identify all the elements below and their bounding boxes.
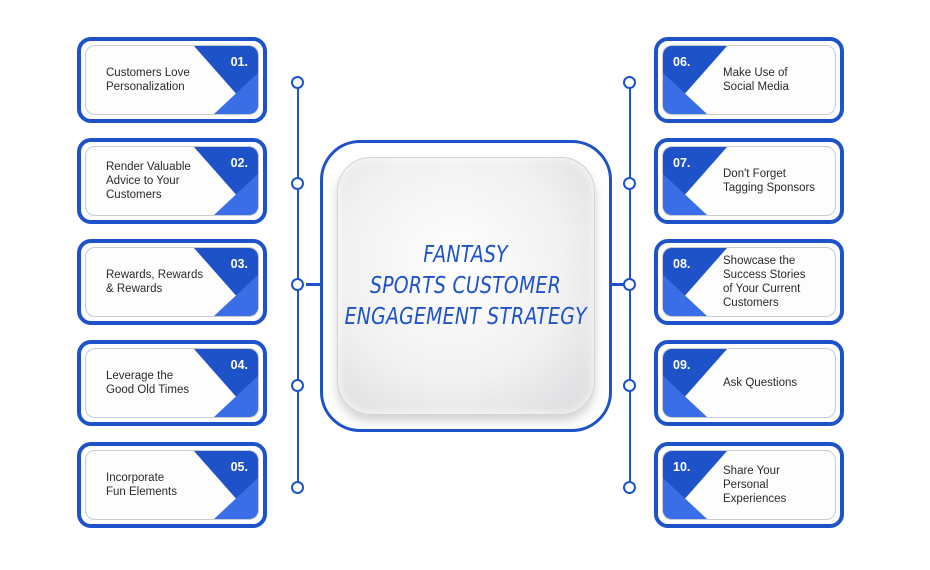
right-node-1 — [623, 76, 636, 89]
center-title-box: FANTASY SPORTS CUSTOMER ENGAGEMENT STRAT… — [337, 157, 595, 415]
right-node-5 — [623, 481, 636, 494]
right-node-2 — [623, 177, 636, 190]
left-node-2 — [291, 177, 304, 190]
left-node-4 — [291, 379, 304, 392]
corner-triangle-icon — [663, 248, 727, 316]
card-text: Customers Love Personalization — [106, 67, 190, 93]
card-text: Rewards, Rewards & Rewards — [106, 269, 204, 295]
corner-triangle-icon — [194, 46, 258, 114]
strategy-card-07: 07. Don't Forget Tagging Sponsors — [654, 138, 844, 224]
card-text: Incorporate Fun Elements — [106, 472, 177, 498]
card-number: 10. — [673, 460, 691, 474]
corner-triangle-icon — [663, 147, 727, 215]
left-node-5 — [291, 481, 304, 494]
corner-triangle-icon — [663, 451, 727, 519]
corner-triangle-icon — [663, 46, 727, 114]
corner-triangle-icon — [194, 451, 258, 519]
title-line-2: SPORTS CUSTOMER — [370, 272, 562, 299]
strategy-card-06: 06. Make Use of Social Media — [654, 37, 844, 123]
left-node-1 — [291, 76, 304, 89]
strategy-card-02: 02. Render Valuable Advice to Your Custo… — [77, 138, 267, 224]
corner-triangle-icon — [663, 349, 727, 417]
strategy-card-09: 09. Ask Questions — [654, 340, 844, 426]
strategy-card-03: 03. Rewards, Rewards & Rewards — [77, 239, 267, 325]
card-text: Make Use of Social Media — [723, 67, 789, 93]
card-number: 04. — [230, 358, 248, 372]
card-number: 03. — [230, 257, 248, 271]
card-number: 01. — [230, 55, 248, 69]
strategy-card-01: 01. Customers Love Personalization — [77, 37, 267, 123]
card-text: Render Valuable Advice to Your Customers — [106, 161, 191, 201]
card-number: 02. — [230, 156, 248, 170]
right-node-4 — [623, 379, 636, 392]
right-connector — [611, 283, 625, 286]
corner-triangle-icon — [194, 147, 258, 215]
card-number: 06. — [673, 55, 691, 69]
card-text: Leverage the Good Old Times — [106, 370, 190, 396]
card-number: 09. — [673, 358, 691, 372]
card-number: 05. — [230, 460, 248, 474]
corner-triangle-icon — [194, 349, 258, 417]
card-text: Ask Questions — [723, 377, 798, 389]
strategy-card-10: 10. Share Your Personal Experiences — [654, 442, 844, 528]
card-number: 07. — [673, 156, 691, 170]
left-connector — [306, 283, 321, 286]
card-number: 08. — [673, 257, 691, 271]
title-line-3: ENGAGEMENT STRATEGY — [344, 303, 588, 330]
left-node-3 — [291, 278, 304, 291]
card-text: Don't Forget Tagging Sponsors — [723, 168, 816, 194]
strategy-card-04: 04. Leverage the Good Old Times — [77, 340, 267, 426]
card-text: Share Your Personal Experiences — [723, 465, 787, 505]
corner-triangle-icon — [194, 248, 258, 316]
strategy-card-05: 05. Incorporate Fun Elements — [77, 442, 267, 528]
title-line-1: FANTASY — [423, 241, 509, 268]
strategy-card-08: 08. Showcase the Success Stories of Your… — [654, 239, 844, 325]
card-text: Showcase the Success Stories of Your Cur… — [723, 255, 806, 309]
